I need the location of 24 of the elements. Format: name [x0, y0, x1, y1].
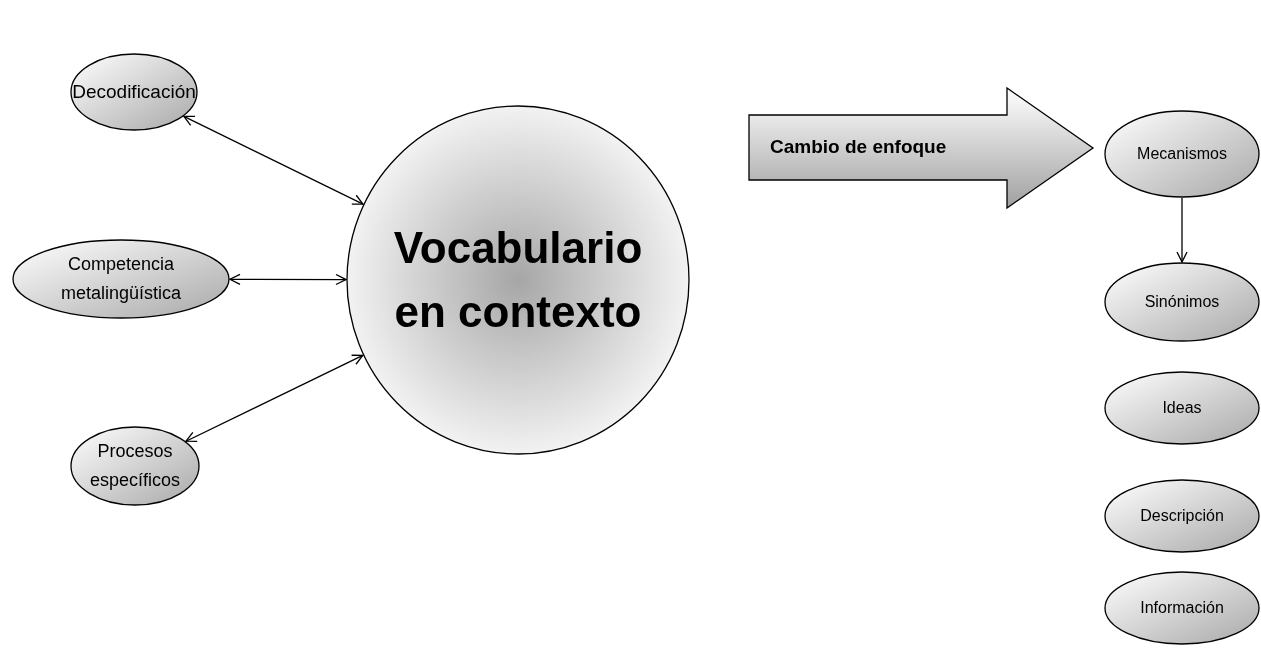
node-label: Información [1139, 598, 1225, 619]
ellipse-node [1104, 479, 1260, 553]
node-label: Descripción [1139, 506, 1225, 527]
ellipse-node [70, 53, 198, 131]
node-label: Vocabulario en contexto [392, 222, 644, 338]
ellipse-node [12, 239, 230, 319]
node-label: Mecanismos [1136, 144, 1228, 165]
arrow [183, 115, 364, 205]
block-arrow [748, 87, 1094, 209]
node-label: Decodificación [71, 79, 197, 104]
node-label: Competencia metalingüística [59, 253, 183, 305]
arrow [229, 273, 347, 286]
arrow [185, 354, 364, 442]
node-label: Procesos específicos [88, 440, 181, 492]
ellipse-node [70, 426, 200, 506]
circle-node [346, 105, 690, 455]
node-label: Ideas [1161, 398, 1203, 419]
ellipse-node [1104, 110, 1260, 198]
ellipse-node [1104, 571, 1260, 645]
ellipse-node [1104, 262, 1260, 342]
node-label: Sinónimos [1143, 292, 1221, 313]
node-label: Cambio de enfoque [770, 134, 947, 159]
ellipse-node [1104, 371, 1260, 445]
arrow [1176, 197, 1188, 263]
